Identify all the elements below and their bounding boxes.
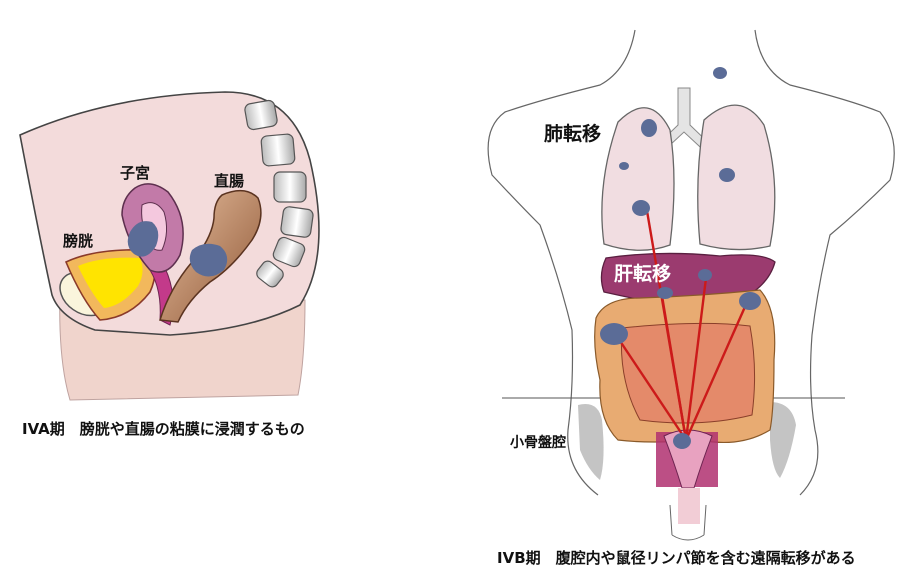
lung-right [697, 104, 776, 251]
lung-left [601, 107, 675, 251]
tumor-uterus [127, 221, 159, 257]
small-intestine [620, 322, 756, 424]
torso-outline [487, 29, 895, 496]
label-uterus: 子宮 [120, 164, 150, 182]
caption-iva: IVA期 膀胱や直腸の粘膜に浸潤するもの [22, 420, 305, 438]
pelvic-bone-left [578, 404, 604, 480]
spine [244, 99, 314, 288]
tumor-rectum [189, 243, 228, 277]
metastatic-deposits [600, 67, 761, 449]
sagittal-pelvis-illustration [19, 91, 320, 401]
label-rectum: 直腸 [214, 172, 244, 190]
legs-outline [669, 504, 707, 541]
metastasis-spread-lines [613, 204, 750, 441]
label-liver-metastasis: 肝転移 [614, 262, 671, 285]
pelvic-bone-right [770, 402, 796, 478]
bladder-urine [78, 257, 143, 308]
label-pelvic-cavity: 小骨盤腔 [510, 434, 566, 451]
caption-ivb: IVB期 腹腔内や鼠径リンパ節を含む遠隔転移がある [497, 549, 856, 567]
label-bladder: 膀胱 [63, 232, 93, 250]
label-lung-metastasis: 肺転移 [544, 122, 601, 145]
vagina-right [678, 488, 700, 524]
torso-illustration [487, 29, 895, 541]
